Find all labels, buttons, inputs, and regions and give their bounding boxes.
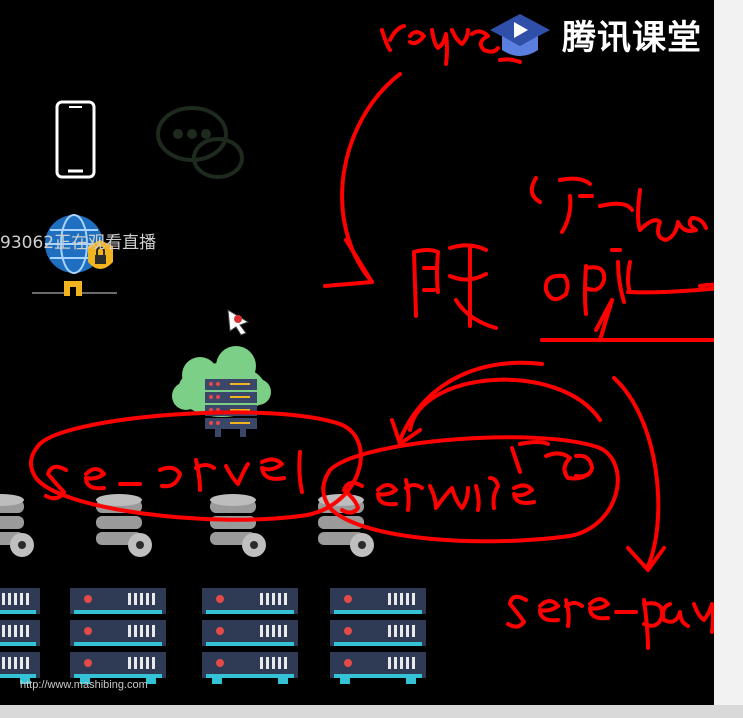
slide-canvas [0,24,714,684]
cursor-icon [227,309,250,336]
globe-lock-icon [32,214,117,296]
server-rack-icon [330,588,426,684]
annotation-ellipse-user [321,435,620,544]
server-rack-icon [202,588,298,684]
handwritten-annotations [29,24,714,650]
annotation-service-pay [506,594,714,650]
database-icon [96,494,152,557]
server-rack-row [0,588,426,684]
server-rack-icon [70,588,166,684]
annotation-request-pass [529,176,708,242]
smartphone-icon [55,100,96,179]
brand-logo [490,14,550,56]
database-row [0,494,374,557]
database-icon [210,494,266,557]
window-bottom-edge [0,705,743,718]
annotation-gateway [412,243,498,330]
server-rack-icon [0,588,40,684]
viewer-count-notice: 93062正在观看直播 [0,233,157,253]
annotation-request [380,24,522,66]
database-icon [0,494,34,557]
chat-bubbles-icon [156,106,244,179]
annotation-service-order [44,450,304,501]
play-cap-icon [490,14,550,56]
annotation-service-user [340,476,536,515]
annotation-api [543,248,714,316]
brand-name: 腾讯课堂 [562,18,702,58]
video-stage: 腾讯课堂 93062正在观看直播 http://www.mashibing.co… [0,0,714,718]
window-right-edge [714,0,743,718]
watermark-url: http://www.mashibing.com [20,679,148,691]
cloud-server-icon [172,346,271,437]
